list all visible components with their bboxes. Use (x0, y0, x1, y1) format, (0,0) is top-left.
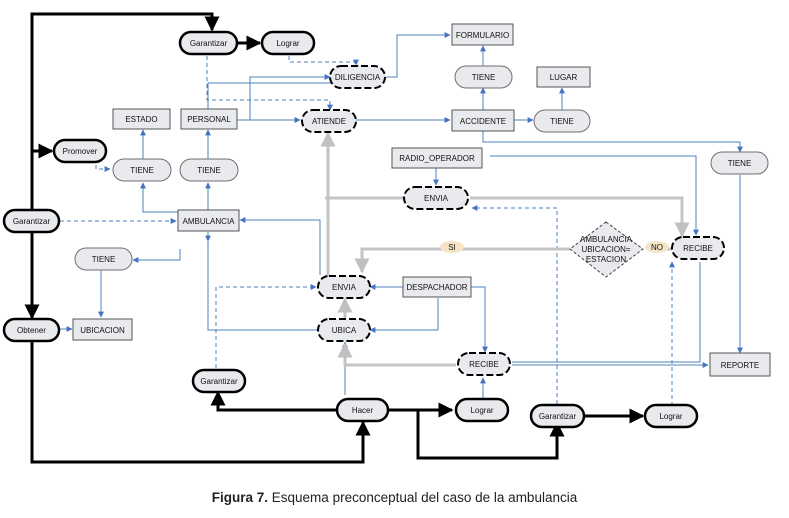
lograr-br-label: Lograr (659, 412, 682, 421)
tiene-ubic-label: TIENE (92, 255, 116, 264)
garantizar-top-node: Garantizar (178, 30, 239, 56)
promover-node: Promover (52, 138, 108, 164)
accidente-node: ACCIDENTE (451, 109, 515, 132)
si-label: SI (448, 243, 456, 252)
ambulancia-label: AMBULANCIA (182, 217, 235, 226)
lograr-top-label: Lograr (276, 39, 299, 48)
blue-connectors (60, 32, 743, 398)
despachador-node: DESPACHADOR (402, 276, 472, 298)
recibe-bottom-label: RECIBE (469, 360, 499, 369)
tiene-estado-node: TIENE (112, 158, 172, 182)
hacer-node: Hacer (335, 397, 390, 423)
caption-text: Esquema preconceptual del caso de la amb… (268, 490, 578, 505)
envia-top-label: ENVIA (424, 194, 449, 203)
envia-mid-label: ENVIA (332, 283, 357, 292)
atiende-node: ATIENDE (301, 109, 357, 133)
ubica-label: UBICA (332, 326, 357, 335)
estado-label: ESTADO (125, 115, 157, 124)
reporte-label: REPORTE (721, 361, 760, 370)
lograr-br-node: Lograr (643, 403, 699, 429)
tiene-form-node: TIENE (454, 65, 513, 89)
figure-caption: Figura 7. Esquema preconceptual del caso… (0, 490, 789, 505)
ambulancia-node: AMBULANCIA (177, 209, 240, 232)
black-connectors (24, 12, 645, 464)
decision-node: AMBULANCIA UBICACION= ESTACION (569, 221, 644, 278)
obtener-node: Obtener (2, 317, 61, 343)
garantizar-bl-node: Garantizar (191, 368, 247, 394)
obtener-label: Obtener (17, 326, 46, 335)
dashed-connectors (60, 56, 675, 406)
tiene-personal-label: TIENE (197, 166, 221, 175)
garantizar-top-label: Garantizar (190, 39, 228, 48)
promover-label: Promover (63, 147, 98, 156)
accidente-label: ACCIDENTE (460, 117, 506, 126)
recibe-bottom-node: RECIBE (457, 352, 511, 376)
formulario-label: FORMULARIO (456, 31, 509, 40)
tiene-ubic-node: TIENE (74, 247, 133, 271)
radio-operador-node: RADIO_OPERADOR (391, 147, 483, 169)
lugar-label: LUGAR (550, 73, 578, 82)
atiende-label: ATIENDE (312, 117, 346, 126)
tiene-nodes: TIENE TIENE TIENE TIENE TIENE TIENE (74, 65, 769, 271)
garantizar-br-node: Garantizar (529, 403, 586, 429)
garantizar-left-label: Garantizar (13, 217, 51, 226)
tiene-reporte-label: TIENE (728, 159, 752, 168)
lograr-bottom-node: Lograr (454, 397, 510, 423)
caption-label: Figura 7. (211, 490, 269, 505)
no-label: NO (651, 243, 663, 252)
hacer-label: Hacer (352, 406, 374, 415)
goal-nodes: Garantizar Lograr Promover Garantizar Ob… (2, 30, 699, 429)
ubicacion-label: UBICACION (80, 326, 125, 335)
personal-label: PERSONAL (187, 115, 231, 124)
envia-mid-node: ENVIA (317, 275, 371, 299)
reporte-node: REPORTE (709, 352, 771, 377)
diligencia-label: DILIGENCIA (335, 73, 381, 82)
recibe-right-node: RECIBE (671, 236, 725, 260)
tiene-reporte-node: TIENE (710, 151, 769, 175)
decision-line-3: ESTACION (586, 255, 627, 264)
recibe-right-label: RECIBE (683, 244, 713, 253)
lugar-node: LUGAR (536, 66, 591, 88)
tiene-estado-label: TIENE (130, 166, 154, 175)
garantizar-left-node: Garantizar (2, 208, 61, 234)
relationship-nodes: DILIGENCIA ATIENDE ENVIA RECIBE ENVIA UB… (301, 65, 725, 376)
decision-line-2: UBICACION= (581, 245, 630, 254)
envia-top-node: ENVIA (403, 186, 469, 210)
garantizar-br-label: Garantizar (539, 412, 577, 421)
estado-node: ESTADO (112, 108, 171, 130)
lograr-bottom-label: Lograr (470, 406, 493, 415)
radio-operador-label: RADIO_OPERADOR (399, 154, 475, 163)
personal-node: PERSONAL (180, 108, 238, 130)
lograr-top-node: Lograr (260, 30, 316, 56)
formulario-node: FORMULARIO (451, 23, 514, 46)
diligencia-node: DILIGENCIA (329, 65, 386, 89)
tiene-form-label: TIENE (472, 73, 496, 82)
grey-connectors (320, 131, 690, 367)
tiene-lugar-label: TIENE (550, 117, 574, 126)
ubica-node: UBICA (317, 318, 371, 342)
garantizar-bl-label: Garantizar (200, 377, 238, 386)
ubicacion-node: UBICACION (72, 318, 133, 341)
tiene-personal-node: TIENE (179, 158, 239, 182)
branch-labels: SI NO (440, 241, 669, 253)
decision-line-1: AMBULANCIA (580, 235, 633, 244)
despachador-label: DESPACHADOR (406, 283, 467, 292)
concept-nodes: FORMULARIO LUGAR ESTADO PERSONAL ACCIDEN… (72, 23, 771, 377)
tiene-lugar-node: TIENE (533, 109, 591, 133)
